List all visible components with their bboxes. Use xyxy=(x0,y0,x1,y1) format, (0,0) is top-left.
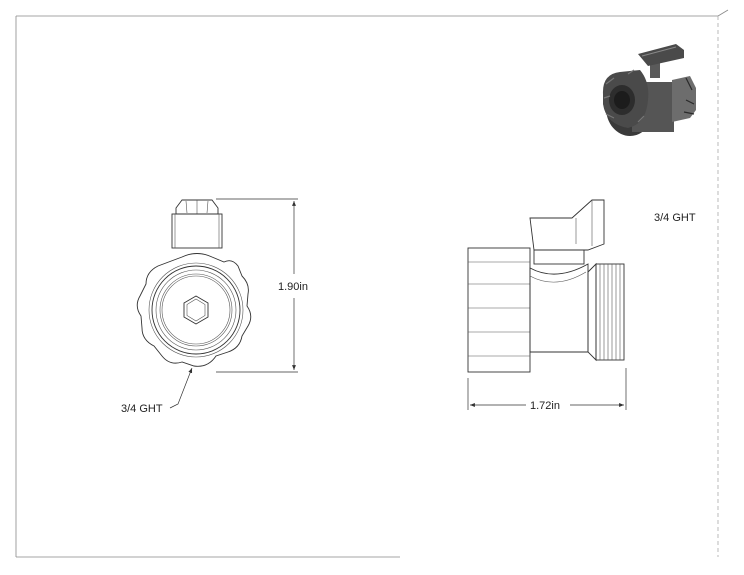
width-dimension xyxy=(467,368,627,410)
front-view xyxy=(136,199,252,367)
width-dimension-label: 1.72in xyxy=(530,400,560,412)
side-thread-callout: 3/4 GHT xyxy=(654,212,696,224)
side-view xyxy=(467,199,625,373)
sheet-border xyxy=(15,9,729,558)
front-thread-callout: 3/4 GHT xyxy=(121,403,163,415)
nut-side xyxy=(467,247,531,373)
front-callout-leader xyxy=(169,367,193,409)
height-dimension-label: 1.90in xyxy=(278,281,308,293)
height-dimension xyxy=(216,198,298,373)
hex-socket xyxy=(183,295,209,325)
valve-3d-preview xyxy=(602,44,696,136)
scalloped-nut-outline xyxy=(136,253,252,367)
male-thread xyxy=(595,263,625,361)
